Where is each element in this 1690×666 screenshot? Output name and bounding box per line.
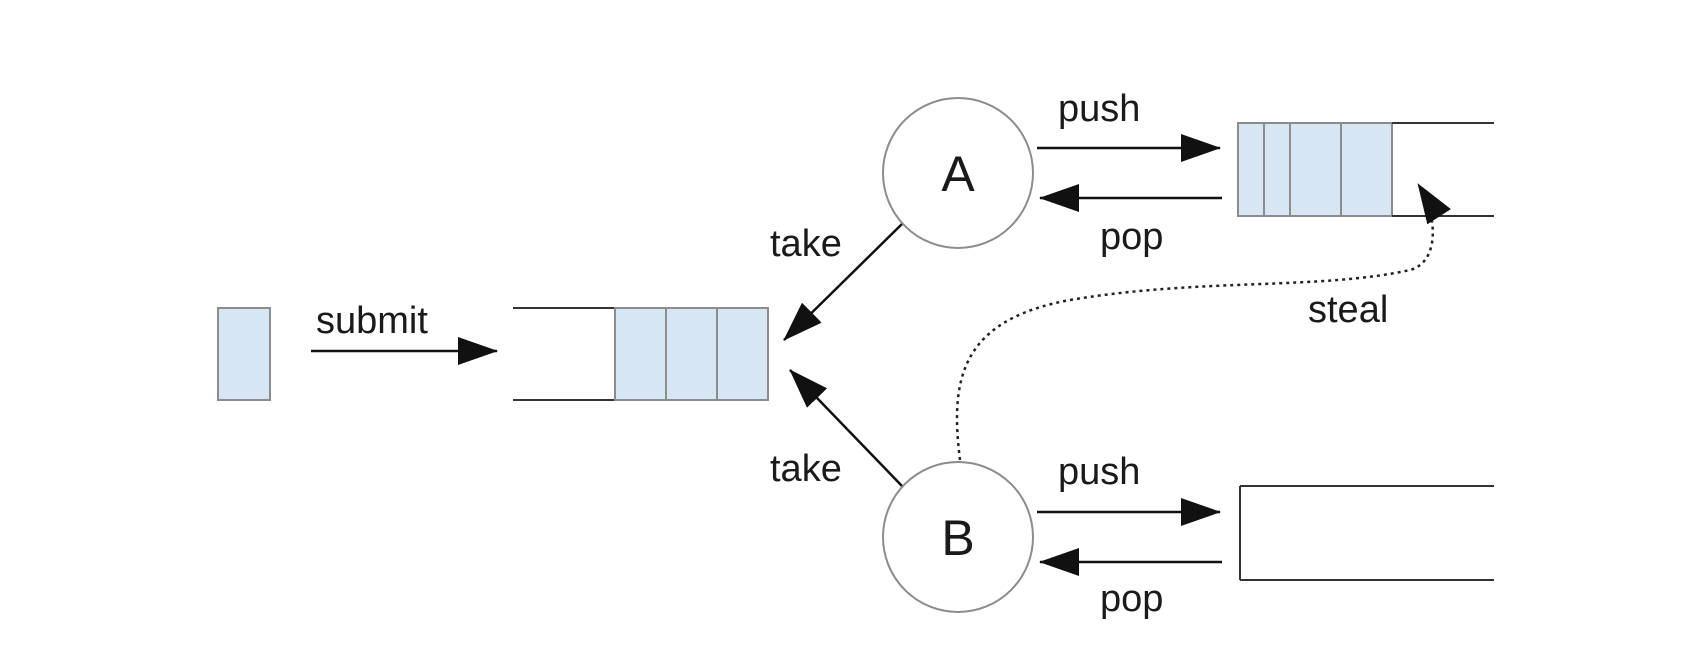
submit-label: submit (316, 300, 428, 342)
deque-cell (1289, 122, 1342, 217)
push-label-b: push (1058, 451, 1140, 493)
push-label-a: push (1058, 88, 1140, 130)
pop-label-a: pop (1100, 216, 1163, 258)
pop-label-b: pop (1100, 578, 1163, 620)
take-arrow-a (783, 223, 903, 341)
worker-node-b-label: B (941, 510, 974, 566)
queue-cell (665, 307, 718, 401)
steal-arrow (955, 183, 1451, 461)
worker-node-a (882, 97, 1034, 249)
queue-cell (614, 307, 667, 401)
worker-a-deque (1237, 122, 1494, 217)
deque-cell (1340, 122, 1393, 217)
take-label-a: take (770, 223, 842, 265)
steal-label: steal (1308, 289, 1388, 331)
worker-node-b (882, 461, 1034, 613)
submission-queue (513, 307, 769, 401)
deque-cell (1237, 122, 1265, 217)
deque-cell (1263, 122, 1291, 217)
queue-cell (716, 307, 769, 401)
take-label-b: take (770, 448, 842, 490)
worker-b-deque (1239, 485, 1494, 581)
worker-node-a-label: A (941, 146, 975, 202)
take-arrow-b (789, 369, 903, 487)
submitted-task (217, 307, 271, 401)
